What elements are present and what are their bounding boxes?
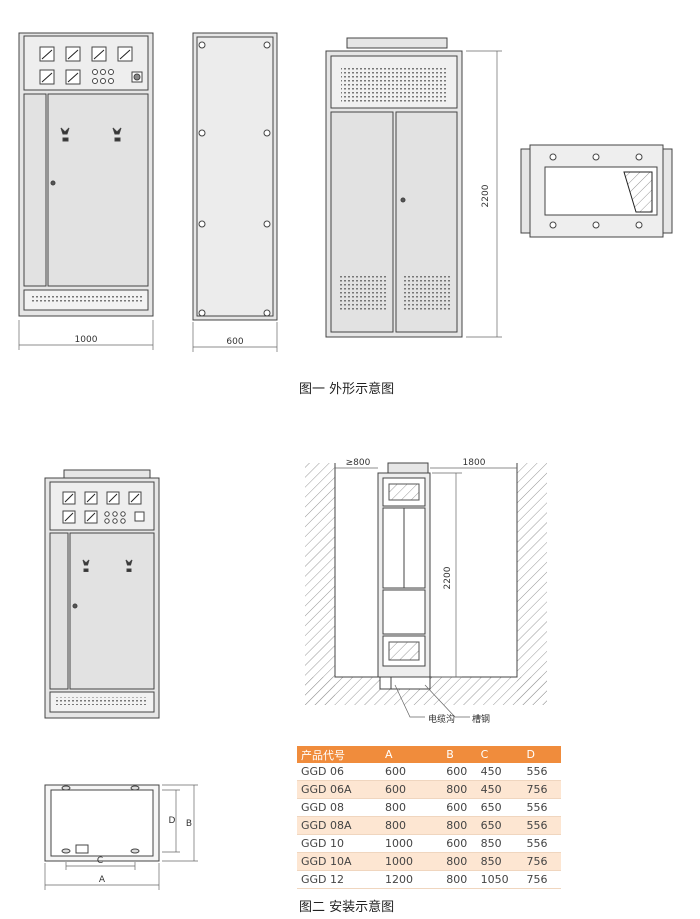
cell-code: GGD 06A	[297, 780, 361, 799]
table-row: GGD 08A 800 800 650 556	[297, 816, 561, 835]
cell-b: 600	[446, 798, 481, 817]
header-code: 产品代号	[297, 746, 361, 763]
fig2-label-trench: 电缆沟	[428, 713, 455, 725]
fig1-side-view	[192, 32, 278, 352]
table-row: GGD 08 800 600 650 556	[297, 798, 561, 817]
cell-code: GGD 10A	[297, 852, 361, 871]
fig2-dim-b: B	[186, 819, 192, 829]
fig2-caption: 图二 安装示意图	[299, 900, 395, 915]
cell-code: GGD 08A	[297, 816, 361, 835]
cell-c: 450	[480, 780, 527, 799]
header-a: A	[361, 746, 447, 763]
fig1-top-view	[520, 144, 673, 238]
cell-c: 1050	[480, 870, 527, 889]
cell-c: 850	[480, 852, 527, 871]
cell-d: 556	[526, 798, 561, 817]
fig2-dim-d: D	[169, 816, 176, 826]
cell-c: 850	[480, 834, 527, 853]
cell-b: 800	[446, 816, 481, 835]
cell-code: GGD 06	[297, 763, 361, 781]
table-row: GGD 12 1200 800 1050 756	[297, 870, 561, 889]
cell-b: 800	[446, 780, 481, 799]
cell-code: GGD 10	[297, 834, 361, 853]
cell-d: 556	[526, 834, 561, 853]
fig2-dim-c: C	[97, 856, 103, 866]
cell-a: 1200	[361, 870, 447, 889]
fig2-base-plan	[44, 784, 198, 890]
cell-c: 650	[480, 798, 527, 817]
fig1-front-view	[18, 32, 154, 350]
fig1-width-dim: 1000	[75, 335, 98, 345]
cell-b: 800	[446, 852, 481, 871]
fig2-height-dim: 2200	[443, 566, 453, 589]
fig1-height-dim: 2200	[481, 184, 491, 207]
cell-b: 800	[446, 870, 481, 889]
cell-a: 1000	[361, 834, 447, 853]
fig2-label-channel: 槽钢	[472, 713, 490, 725]
cell-d: 556	[526, 816, 561, 835]
cell-a: 1000	[361, 852, 447, 871]
fig1-rear-view	[325, 37, 502, 338]
cell-d: 756	[526, 870, 561, 889]
cell-a: 800	[361, 816, 447, 835]
cell-a: 600	[361, 780, 447, 799]
table-row: GGD 10 1000 600 850 556	[297, 834, 561, 853]
cell-a: 800	[361, 798, 447, 817]
fig2-dim-a: A	[99, 875, 106, 885]
fig2-clearance-back: ≥800	[346, 458, 371, 468]
header-d: D	[526, 746, 561, 763]
table-row: GGD 06 600 600 450 556	[297, 763, 561, 781]
specs-table: 产品代号 A B C D GGD 06 600 600 450 556 GGD …	[297, 746, 561, 889]
cell-b: 600	[446, 834, 481, 853]
table-row: GGD 06A 600 800 450 756	[297, 780, 561, 799]
fig1-caption: 图一 外形示意图	[299, 382, 395, 397]
cell-code: GGD 12	[297, 870, 361, 889]
cell-c: 650	[480, 816, 527, 835]
cell-d: 756	[526, 852, 561, 871]
cell-d: 556	[526, 763, 561, 781]
cell-d: 756	[526, 780, 561, 799]
specs-header-row: 产品代号 A B C D	[297, 746, 561, 763]
cell-a: 600	[361, 763, 447, 781]
fig2-clearance-front: 1800	[463, 458, 486, 468]
table-row: GGD 10A 1000 800 850 756	[297, 852, 561, 871]
header-c: C	[480, 746, 527, 763]
cell-code: GGD 08	[297, 798, 361, 817]
fig1-depth-dim: 600	[226, 337, 243, 347]
cell-c: 450	[480, 763, 527, 781]
header-b: B	[446, 746, 481, 763]
cell-b: 600	[446, 763, 481, 781]
fig2-front-view	[44, 469, 160, 719]
fig2-installation-section	[305, 462, 547, 718]
